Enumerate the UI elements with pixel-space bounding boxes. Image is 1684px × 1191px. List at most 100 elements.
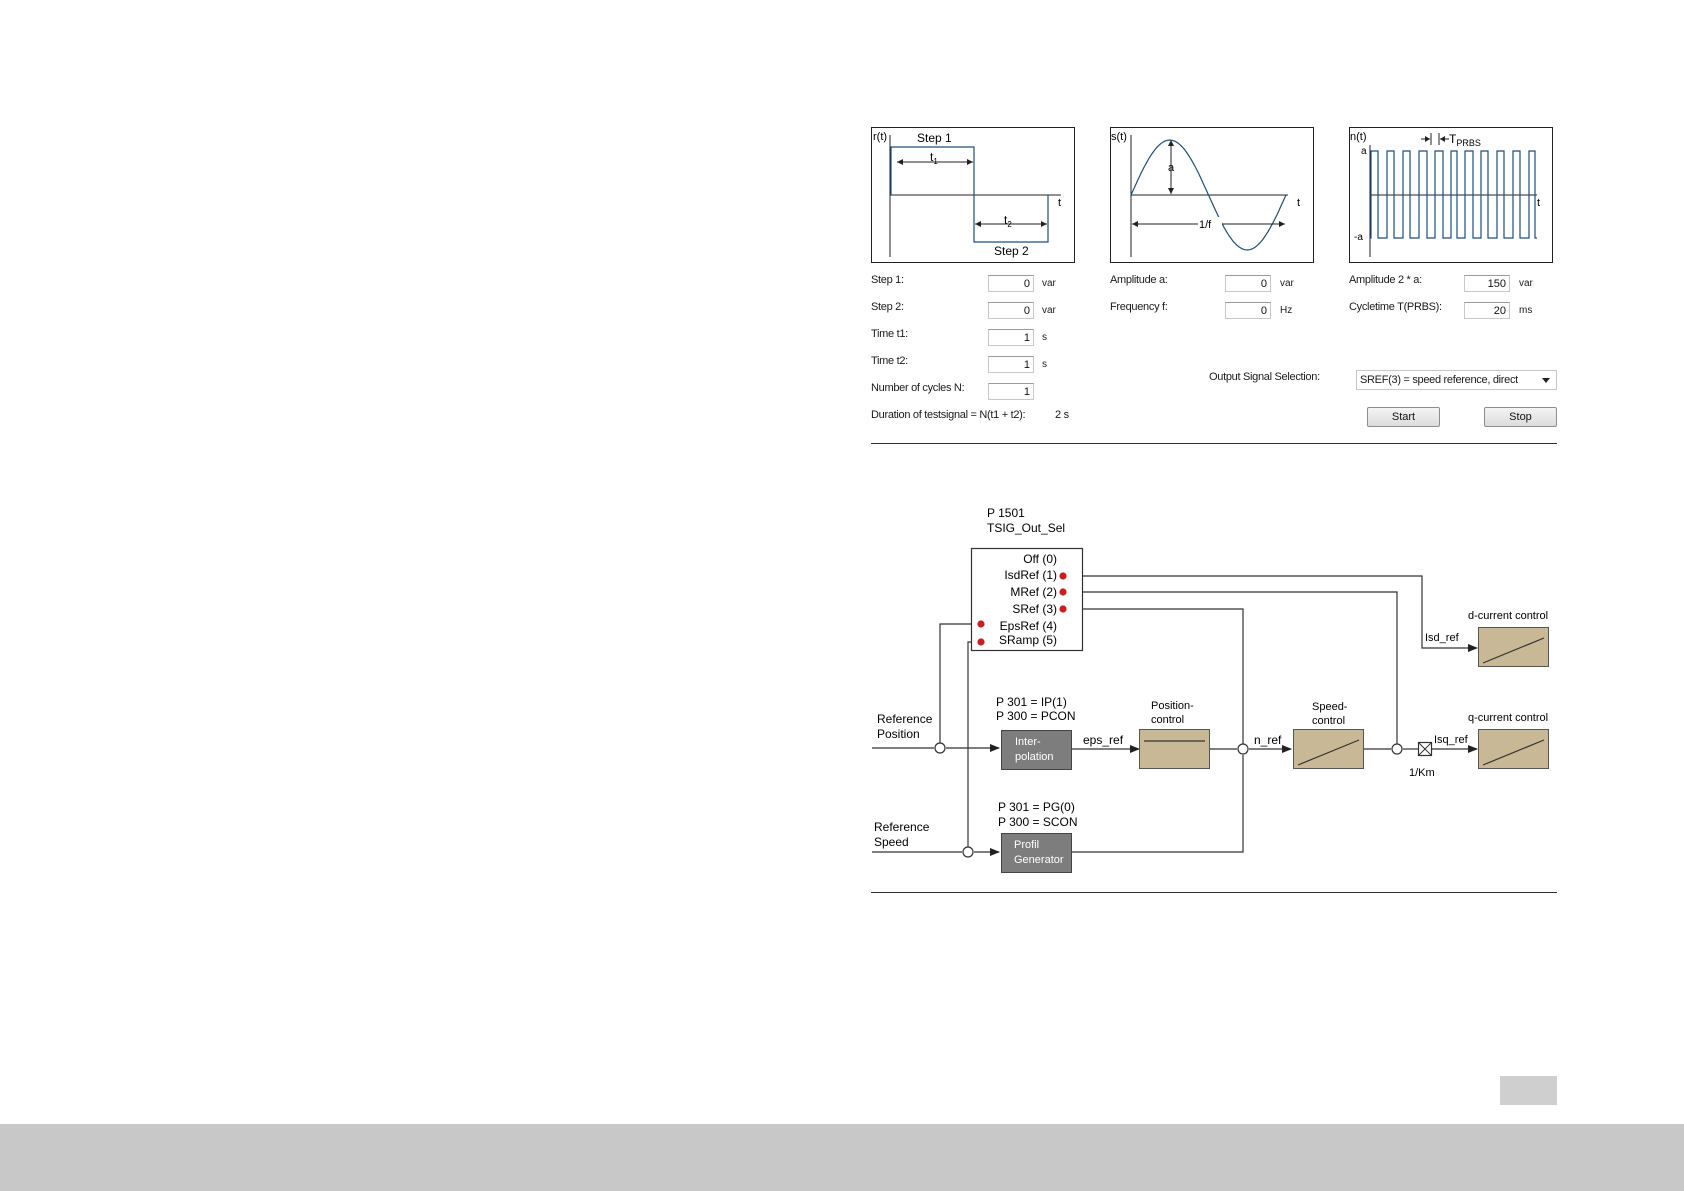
- prbs-amplitude-input[interactable]: [1464, 275, 1510, 292]
- profil-generator-block: [1001, 833, 1072, 873]
- pg-param-1: P 301 = PG(0): [998, 800, 1075, 814]
- d-current-control-label: d-current control: [1468, 610, 1548, 622]
- ip-param-2: P 300 = PCON: [996, 709, 1076, 723]
- sine-amplitude-unit: var: [1280, 278, 1294, 289]
- t-axis-label-prbs: t: [1537, 197, 1540, 209]
- svg-text:TPRBS: TPRBS: [1449, 132, 1481, 148]
- page-number-box: [1500, 1076, 1557, 1105]
- node-epsref: [977, 620, 985, 628]
- t-axis-label-sine: t: [1297, 197, 1300, 209]
- position-control-line1: Position-: [1151, 700, 1194, 712]
- step2-unit: var: [1042, 305, 1056, 316]
- time1-label: Time t1:: [871, 328, 908, 340]
- step1-label: Step 1:: [871, 274, 904, 286]
- sine-amplitude-input[interactable]: [1225, 275, 1271, 292]
- pg-param-2: P 300 = SCON: [998, 815, 1078, 829]
- ip-param-1: P 301 = IP(1): [996, 695, 1067, 709]
- interpolation-block: [1001, 730, 1072, 770]
- prbs-amplitude-unit: var: [1519, 278, 1533, 289]
- junction-isq: [1391, 743, 1403, 755]
- sine-frequency-input[interactable]: [1225, 302, 1271, 319]
- t1-label: t: [930, 150, 934, 164]
- section-divider-bottom: [871, 892, 1557, 893]
- sine-amplitude-label: Amplitude a:: [1110, 274, 1168, 286]
- period-label: 1/f: [1199, 219, 1212, 231]
- section-divider-top: [871, 443, 1557, 444]
- start-button[interactable]: Start: [1367, 407, 1440, 427]
- option-off: Off (0): [1023, 552, 1057, 566]
- isq-ref-label: Isq_ref: [1434, 734, 1469, 746]
- option-sramp: SRamp (5): [999, 633, 1057, 647]
- ref-position-line1: Reference: [877, 712, 933, 726]
- time1-unit: s: [1042, 332, 1047, 343]
- step2-graph-label: Step 2: [994, 244, 1029, 258]
- prbs-cycletime-label: Cycletime T(PRBS):: [1349, 301, 1442, 313]
- step2-label: Step 2:: [871, 301, 904, 313]
- n-ref-label: n_ref: [1254, 733, 1282, 747]
- s-axis-label: s(t): [1111, 131, 1127, 143]
- eps-ref-label: eps_ref: [1083, 733, 1124, 747]
- cycles-label: Number of cycles N:: [871, 382, 965, 394]
- svg-text:t2: t2: [1004, 213, 1012, 229]
- position-control-block: [1139, 729, 1210, 769]
- chevron-down-icon[interactable]: [1542, 378, 1550, 383]
- option-sref: SRef (3): [1012, 602, 1057, 616]
- sine-frequency-unit: Hz: [1280, 305, 1293, 316]
- step2-input[interactable]: [988, 302, 1034, 319]
- svg-text:t1: t1: [930, 150, 938, 166]
- output-selection-label: Output Signal Selection:: [1209, 371, 1320, 383]
- prbs-neg-a-label: -a: [1354, 232, 1363, 243]
- time2-input[interactable]: [988, 356, 1034, 373]
- option-mref: MRef (2): [1010, 585, 1057, 599]
- ref-speed-line2: Speed: [874, 835, 909, 849]
- t2-label: t: [1004, 213, 1008, 227]
- prbs-cycletime-unit: ms: [1519, 305, 1533, 316]
- stop-button[interactable]: Stop: [1484, 407, 1557, 427]
- prbs-amplitude-label: Amplitude 2 * a:: [1349, 274, 1422, 286]
- sine-signal-graph: s(t) a 1/f t: [1110, 127, 1314, 263]
- output-signal-select[interactable]: SREF(3) = speed reference, direct: [1356, 370, 1557, 390]
- node-mref: [1059, 588, 1067, 596]
- ref-position-line2: Position: [877, 727, 920, 741]
- param-id: P 1501: [987, 506, 1025, 520]
- duration-label: Duration of testsignal = N(t1 + t2):: [871, 409, 1026, 421]
- isd-ref-label: Isd_ref: [1425, 632, 1460, 644]
- profil-line1: Profil: [1014, 839, 1039, 851]
- time2-label: Time t2:: [871, 355, 908, 367]
- km-label: 1/Km: [1409, 767, 1435, 779]
- junction-nref: [1237, 743, 1249, 755]
- profil-line2: Generator: [1014, 854, 1064, 866]
- ref-speed-line1: Reference: [874, 820, 930, 834]
- n-axis-label: n(t): [1350, 131, 1367, 143]
- node-isdref: [1059, 572, 1067, 580]
- prbs-cycletime-input[interactable]: [1464, 302, 1510, 319]
- option-epsref: EpsRef (4): [1000, 619, 1057, 633]
- r-axis-label: r(t): [873, 131, 887, 143]
- duration-value: 2 s: [1055, 409, 1069, 421]
- interpolation-line2: polation: [1015, 751, 1054, 763]
- interpolation-line1: Inter-: [1015, 736, 1041, 748]
- time2-unit: s: [1042, 359, 1047, 370]
- prbs-signal-graph: n(t) a -a TPRBS t: [1349, 127, 1553, 263]
- amplitude-a-label: a: [1168, 162, 1175, 174]
- speed-control-line2: control: [1312, 715, 1345, 727]
- footer-bar: [0, 1124, 1684, 1191]
- step1-input[interactable]: [988, 275, 1034, 292]
- param-name: TSIG_Out_Sel: [987, 521, 1065, 535]
- cycles-input[interactable]: [988, 383, 1034, 400]
- option-isdref: IsdRef (1): [1004, 568, 1057, 582]
- node-sramp: [977, 638, 985, 646]
- step-signal-graph: r(t) Step 1 t1 t2 Step 2 t: [871, 127, 1075, 263]
- sine-frequency-label: Frequency f:: [1110, 301, 1168, 313]
- junction-speed: [962, 846, 974, 858]
- speed-control-line1: Speed-: [1312, 701, 1348, 713]
- junction-position: [934, 742, 946, 754]
- control-block-diagram: P 1501 TSIG_Out_Sel Off (0) IsdRef (1) M…: [872, 506, 1549, 873]
- position-control-line2: control: [1151, 714, 1184, 726]
- step1-graph-label: Step 1: [917, 131, 952, 145]
- t-axis-label: t: [1058, 197, 1061, 209]
- time1-input[interactable]: [988, 329, 1034, 346]
- output-signal-value: SREF(3) = speed reference, direct: [1360, 374, 1518, 386]
- node-sref: [1059, 605, 1067, 613]
- prbs-a-label: a: [1361, 146, 1367, 157]
